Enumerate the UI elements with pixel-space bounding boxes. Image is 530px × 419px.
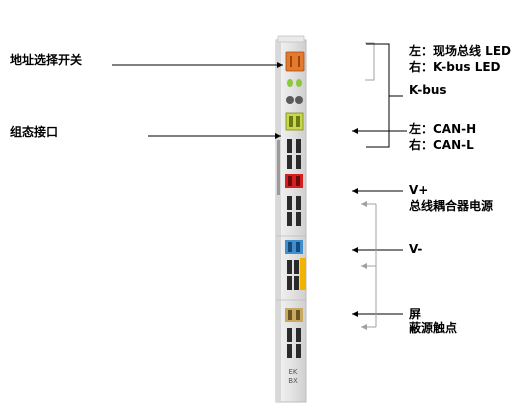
- address-selector-switch[interactable]: [285, 51, 305, 72]
- can-h-label: 左：CAN-H: [409, 122, 477, 136]
- config-interface-label: 组态接口: [10, 125, 59, 139]
- address-switch-label: 地址选择开关: [10, 53, 83, 67]
- yellow-contact: [300, 258, 306, 290]
- module-print-top: EK: [288, 368, 297, 376]
- vminus-label: V-: [409, 242, 423, 256]
- kbus-led-label: 右：K-bus LED: [409, 60, 501, 74]
- shield-label: 屏: [409, 307, 422, 321]
- round-sockets: [286, 96, 303, 104]
- module-print-bottom: BX: [288, 377, 298, 385]
- led-kbus-bracket: [365, 42, 403, 148]
- kbus-label: K-bus: [409, 83, 447, 97]
- terminal-group-3: [287, 260, 299, 290]
- blue-terminal-vminus: [285, 240, 303, 254]
- fieldbus-led: [287, 79, 293, 87]
- vplus-label: V+: [409, 183, 429, 197]
- config-interface-connector[interactable]: [285, 112, 304, 131]
- can-l-label: 右：CAN-L: [409, 138, 474, 152]
- coupler-power-label: 总线耦合器电源: [409, 199, 494, 213]
- shield-terminal: [285, 308, 303, 322]
- terminal-group-can: [287, 139, 301, 169]
- shield-contact-label: 蔽源触点: [409, 321, 458, 335]
- kbus-led: [296, 79, 302, 87]
- status-leds: [287, 79, 302, 87]
- fieldbus-led-label: 左：现场总线 LED: [409, 44, 511, 58]
- bus-coupler-module: EK BX: [275, 35, 307, 403]
- terminal-group-2: [287, 196, 301, 226]
- red-terminal-vplus: [285, 174, 303, 188]
- power-contact-bracket: [361, 201, 377, 330]
- terminal-group-4: [287, 328, 301, 358]
